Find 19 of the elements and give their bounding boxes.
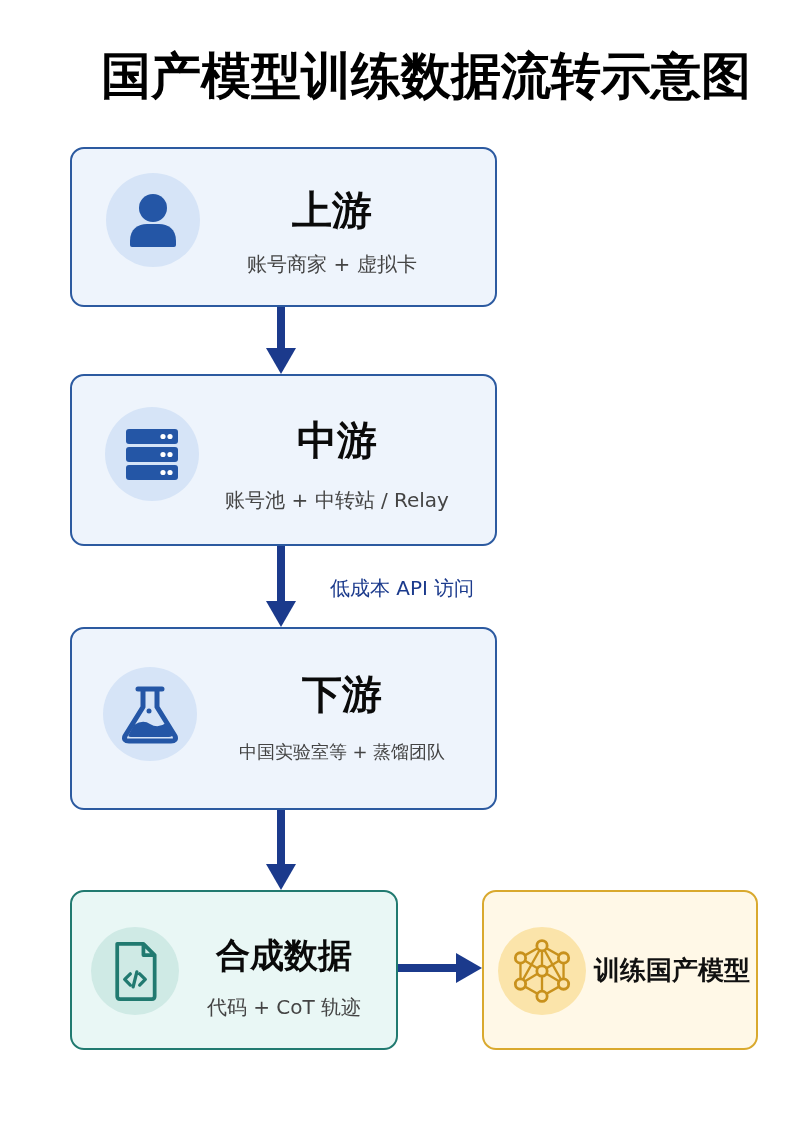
node-title: 下游 bbox=[302, 670, 382, 718]
node-label: 训练国产模型 bbox=[594, 954, 750, 987]
diagram-title: 国产模型训练数据流转示意图 bbox=[100, 46, 752, 106]
node-title: 上游 bbox=[292, 186, 372, 234]
node-title: 中游 bbox=[297, 416, 377, 464]
arrow bbox=[398, 953, 482, 983]
node-title: 合成数据 bbox=[216, 934, 352, 976]
arrow bbox=[266, 546, 296, 627]
process-box bbox=[70, 147, 497, 307]
node-subtitle: 账号商家 + 虚拟卡 bbox=[247, 251, 417, 277]
process-box bbox=[70, 374, 497, 546]
arrow bbox=[266, 810, 296, 890]
arrow bbox=[266, 307, 296, 374]
node-subtitle: 中国实验室等 + 蒸馏团队 bbox=[238, 740, 446, 764]
process-box bbox=[70, 890, 398, 1050]
node-subtitle: 代码 + CoT 轨迹 bbox=[206, 994, 362, 1020]
node-subtitle: 账号池 + 中转站 / Relay bbox=[225, 487, 449, 513]
process-box bbox=[70, 627, 497, 810]
process-box bbox=[482, 890, 758, 1050]
